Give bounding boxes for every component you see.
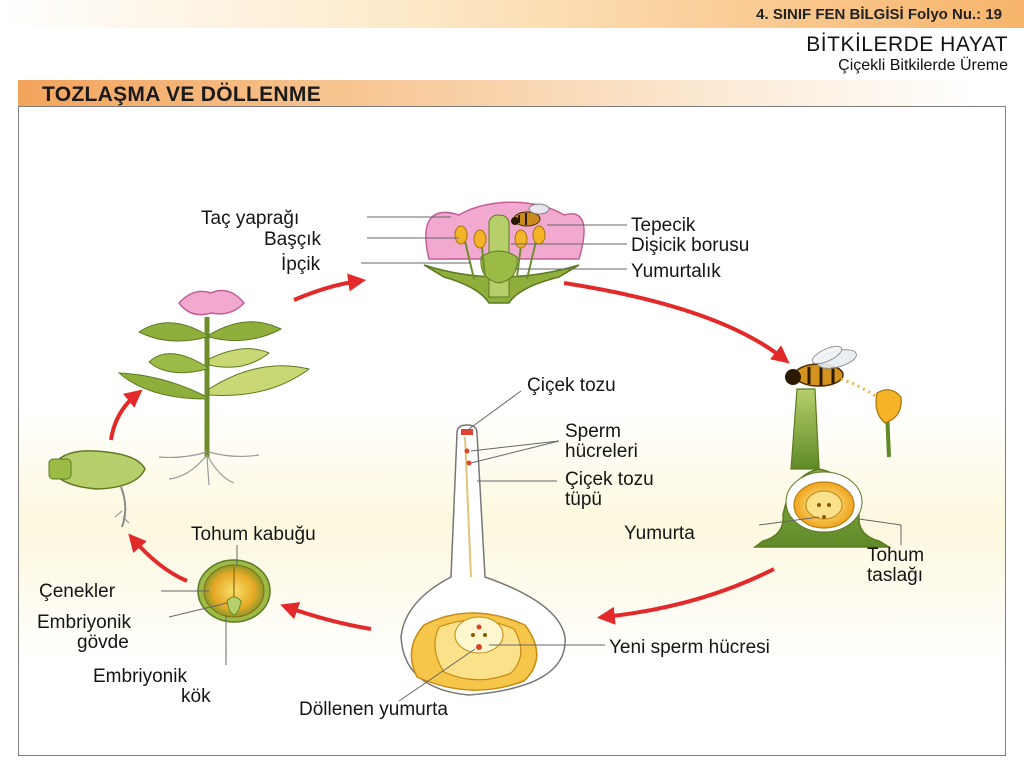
cycle-arrows <box>109 273 790 631</box>
pistil-with-pollen-tube <box>400 424 566 696</box>
pollen-grain <box>461 429 473 435</box>
detached-stamen <box>875 389 902 458</box>
label-embryo-root-line1: Embriyonik <box>93 666 187 687</box>
label-fertilized-egg: Döllenen yumurta <box>299 699 448 720</box>
arrow-pistil-to-seed <box>280 602 372 631</box>
label-embryo-stem-line2: gövde <box>77 632 129 653</box>
section-title: TOZLAŞMA VE DÖLLENME <box>42 83 321 106</box>
label-pollen: Çiçek tozu <box>527 375 616 396</box>
label-style: Dişicik borusu <box>631 235 749 256</box>
label-ovule-line2: taslağı <box>867 565 923 586</box>
flower-cross-section <box>423 201 585 304</box>
arrow-seedling-to-plant <box>109 389 143 441</box>
bee-on-flower-icon <box>511 203 550 227</box>
label-cotyledons: Çenekler <box>39 581 116 602</box>
seed-leader-lines <box>161 545 238 665</box>
subtopic-title: Çiçekli Bitkilerde Üreme <box>838 57 1008 74</box>
ovule-leader-lines <box>758 516 902 545</box>
label-egg: Yumurta <box>624 523 695 544</box>
diagram-panel: Taç yaprağı Başçık İpçik Tepecik Dişicik… <box>18 106 1006 756</box>
label-embryo-stem-line1: Embriyonik <box>37 612 131 633</box>
label-ovule-line1: Tohum <box>867 545 924 566</box>
label-new-sperm: Yeni sperm hücresi <box>609 637 770 658</box>
flower-leader-lines <box>361 216 627 270</box>
pistil-leader-lines <box>398 390 605 702</box>
mature-plant <box>117 289 311 486</box>
section-header: TOZLAŞMA VE DÖLLENME <box>18 80 978 106</box>
germinating-seed <box>48 450 146 528</box>
plant-roots <box>158 451 260 486</box>
subject-title: BİTKİLERDE HAYAT <box>806 33 1008 56</box>
new-sperm-dot <box>476 624 482 630</box>
pollen-trail <box>840 377 878 399</box>
label-filament: İpçik <box>281 254 321 275</box>
pollinated-pistil <box>752 345 902 548</box>
label-petal: Taç yaprağı <box>201 208 299 229</box>
label-ovary: Yumurtalık <box>631 261 721 282</box>
arrow-ovule-to-pistil <box>596 567 775 625</box>
bee-icon <box>785 345 857 387</box>
arrow-seed-to-seedling <box>128 533 188 583</box>
folio-number: 4. SINIF FEN BİLGİSİ Folyo Nu.: 19 <box>756 6 1002 23</box>
label-tube-line1: Çiçek tozu <box>565 469 654 490</box>
label-anther: Başçık <box>264 229 322 250</box>
label-sperm-line1: Sperm <box>565 421 621 442</box>
sperm-cell-dot <box>464 448 470 454</box>
top-banner: 4. SINIF FEN BİLGİSİ Folyo Nu.: 19 <box>0 0 1024 28</box>
life-cycle-diagram: Taç yaprağı Başçık İpçik Tepecik Dişicik… <box>37 201 924 720</box>
label-embryo-root-line2: kök <box>181 686 211 707</box>
arrow-plant-to-flower <box>293 273 367 302</box>
plant-flower <box>178 289 245 316</box>
seed-cross-section <box>197 559 271 623</box>
fertilized-egg-dot <box>476 644 482 650</box>
label-stigma: Tepecik <box>631 215 696 236</box>
label-sperm-line2: hücreleri <box>565 441 638 462</box>
pollen-tube <box>464 436 472 578</box>
arrow-flower-to-bee <box>563 281 790 364</box>
label-tube-line2: tüpü <box>565 489 602 510</box>
label-seed-coat: Tohum kabuğu <box>191 524 316 545</box>
